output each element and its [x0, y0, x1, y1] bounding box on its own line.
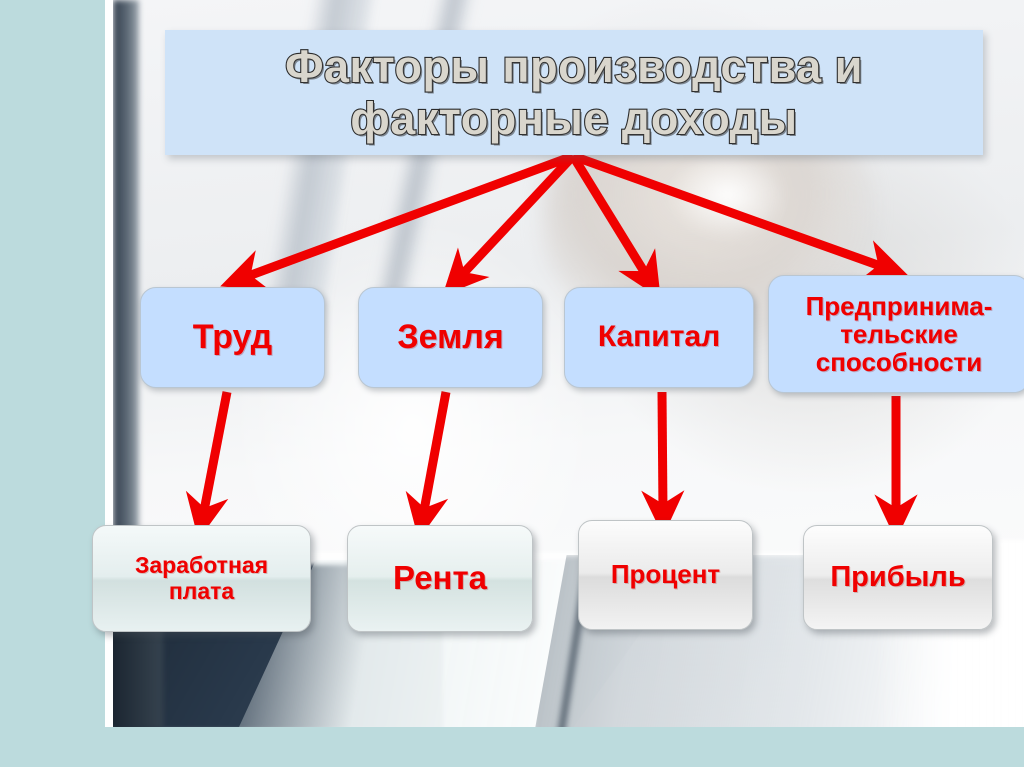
income-label-profit: Прибыль: [830, 561, 966, 594]
income-label-wages: Заработная плата: [134, 551, 269, 604]
title-banner: Факторы производства и факторные доходы: [165, 30, 983, 155]
factor-box-zemlya[interactable]: Земля: [358, 287, 543, 388]
frame-band-left: [0, 0, 105, 767]
income-box-profit[interactable]: Прибыль: [803, 525, 993, 630]
factor-label-entrepreneurship: Предпринима- тельские способности: [805, 290, 993, 378]
frame-white-gap-left: [105, 0, 113, 734]
income-box-rent[interactable]: Рента: [347, 525, 533, 632]
factor-label-kapital: Капитал: [597, 320, 721, 354]
income-label-rent: Рента: [393, 559, 487, 597]
income-box-interest[interactable]: Процент: [578, 520, 753, 630]
frame-band-bottom: [0, 727, 1024, 767]
factor-box-trud[interactable]: Труд: [140, 287, 325, 388]
page-title: Факторы производства и факторные доходы: [284, 40, 863, 145]
factor-label-trud: Труд: [192, 318, 273, 357]
income-label-interest: Процент: [610, 559, 721, 590]
factor-box-kapital[interactable]: Капитал: [564, 287, 754, 388]
photo-highlight-blob: [668, 150, 788, 240]
factor-box-entrepreneurship[interactable]: Предпринима- тельские способности: [768, 275, 1024, 393]
photo-dark-left-bar: [113, 0, 139, 560]
income-box-wages[interactable]: Заработная плата: [92, 525, 311, 632]
factor-label-zemlya: Земля: [397, 318, 504, 357]
